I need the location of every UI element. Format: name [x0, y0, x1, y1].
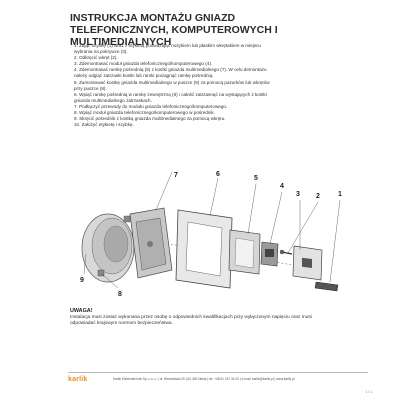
callout-7: 7 [174, 172, 178, 179]
step-line: 5. Zamontować kostkę gniazda multimedial… [74, 79, 270, 85]
exploded-assembly-diagram: 1 2 3 4 5 6 7 8 9 [80, 171, 342, 298]
page-number: 1 / 1 [365, 390, 372, 394]
callout-4: 4 [280, 183, 284, 190]
rj-module [260, 241, 279, 267]
step-line: 1. Zdjąć szybkę (1) wraz z etykietą podw… [74, 43, 261, 48]
mounting-box [81, 213, 135, 283]
instruction-steps: 1. Zdjąć szybkę (1) wraz z etykietą podw… [74, 43, 364, 128]
step-line: 8. Wpiąć moduł gniazda telefonicznego/ko… [74, 110, 215, 116]
warning-title: UWAGA! [70, 308, 93, 314]
callout-6: 6 [216, 171, 220, 178]
footer-contact: Karlik Elektrotechnik Sp. z o. o. | ul. … [113, 377, 295, 381]
callout-5: 5 [254, 175, 258, 182]
step-line: 4. Zdemontować ramkę pośrednią (5) z kos… [74, 67, 267, 73]
callout-3: 3 [296, 191, 300, 198]
callout-9: 9 [80, 277, 84, 284]
label-window [314, 281, 339, 292]
step-line: przy puszce (8). [74, 85, 107, 91]
step-line: 2. Odkręcić wkręt (2). [74, 55, 118, 61]
outer-frame [175, 209, 233, 289]
step-line: 7. Podłączyć przewody do modułu gniazda … [74, 103, 228, 109]
socket-block [129, 207, 173, 279]
screw [279, 249, 293, 255]
cover-plate [292, 245, 323, 281]
intermediate-frame [228, 229, 261, 275]
step-line: 9. Skręcić pośrednik z kostką gniazda mu… [74, 116, 226, 122]
title-line-1: INSTRUKCJA MONTAŻU GNIAZD [70, 12, 236, 24]
warning-section: UWAGA! Instalacja musi zostać wykonana p… [70, 308, 370, 327]
callout-1: 1 [338, 191, 342, 198]
callout-8: 8 [118, 291, 122, 298]
footer: karlik Karlik Elektrotechnik Sp. z o. o.… [68, 372, 368, 385]
step-line: wybrania na pokrywce (3). [74, 49, 128, 55]
document-title: INSTRUKCJA MONTAŻU GNIAZD TELEFONICZNYCH… [70, 12, 370, 48]
claw-screws [97, 215, 131, 277]
company-logo: karlik [68, 376, 88, 383]
step-line: gniazda multimedialnego zatrzaskach. [74, 97, 152, 103]
warning-text: Instalacja musi zostać wykonana przez os… [70, 315, 312, 327]
step-line: należy odgiąć zatrzaski kostki lub ramki… [74, 73, 214, 79]
callout-2: 2 [316, 193, 320, 200]
step-line: 3. Zdemontować moduł gniazda telefoniczn… [74, 61, 213, 67]
step-line: 10. Założyć etykietę i szybkę. [74, 122, 134, 128]
title-line-2: TELEFONICZNYCH, KOMPUTEROWYCH I MULTIMED… [70, 24, 278, 48]
step-line: 6. Wpiąć ramkę pośrednią w ramkę zewnętr… [74, 91, 267, 97]
callouts: 1 2 3 4 5 6 7 8 9 [80, 171, 342, 298]
